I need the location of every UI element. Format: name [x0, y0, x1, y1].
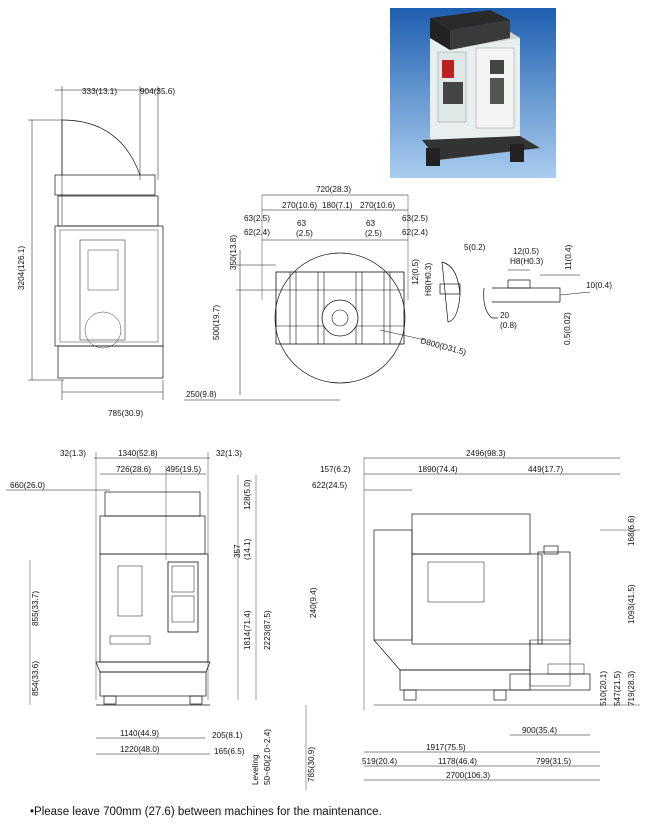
side-view: 2496(98.3) 157(6.2) 1890(74.4) 449(17.7)… [305, 449, 640, 790]
dim-slot-d: 12(0.5) [513, 247, 539, 256]
top-view: 333(13.1) 904(35.6) 3204(126.1) 785(30.9… [17, 86, 175, 418]
dim-side-b3: 519(20.4) [362, 757, 397, 766]
dim-front-w3: 32(1.3) [216, 449, 242, 458]
dim-side-t1: 2496(98.3) [466, 449, 506, 458]
dim-top-904: 904(35.6) [140, 87, 175, 96]
dim-top-width: 785(30.9) [108, 409, 143, 418]
dim-slot-c: H8(H0.3) [424, 263, 433, 296]
dim-slot-h: 20 [500, 311, 510, 320]
dim-side-r4: 510(20.1) [599, 671, 608, 706]
dim-side-t2: 157(6.2) [320, 465, 351, 474]
dim-500: 500(19.7) [212, 305, 221, 340]
dim-front-w2: 1340(52.8) [118, 449, 158, 458]
dim-slot-1: 270(10.6) [282, 201, 317, 210]
dim-25b: (2.5) [296, 229, 313, 238]
dim-side-r5: 547(21.5) [613, 671, 622, 706]
leveling-label: Leveling [251, 754, 260, 785]
dim-63d: 63(2.5) [402, 214, 428, 223]
dim-front-b1: 1140(44.9) [120, 729, 159, 738]
dim-slot-j: 0.5(0.02) [563, 312, 572, 345]
dim-front-w4: 726(28.6) [116, 465, 151, 474]
dim-diameter: D800(D31.5) [419, 336, 467, 357]
dim-side-b6: 2700(106.3) [446, 771, 490, 780]
dim-top-333: 333(13.1) [82, 87, 117, 96]
dim-side-b7: 785(30.9) [307, 747, 316, 782]
dim-63b: 63 [297, 219, 307, 228]
dim-side-b1: 900(35.4) [522, 726, 557, 735]
dim-front-b2: 205(8.1) [212, 731, 243, 740]
slot-detail: 5(0.2) 12(0.5) H8(H0.3) 12(0.5) H8(H0.3)… [411, 243, 612, 345]
dim-side-t5: 622(24.5) [312, 481, 347, 490]
dim-side-b4: 1178(46.4) [438, 757, 477, 766]
dim-front-b3: 1220(48.0) [120, 745, 160, 754]
dim-front-h3: 1814(71.4) [243, 610, 252, 650]
dim-table-total: 720(28.3) [316, 185, 351, 194]
dim-front-h2: 357 [233, 544, 242, 558]
dim-side-r1: 168(6.6) [627, 515, 636, 546]
dim-slot-i: (0.8) [500, 321, 517, 330]
dim-25c: (2.5) [365, 229, 382, 238]
dim-front-w6: 660(26.0) [10, 481, 45, 490]
dim-side-t3: 1890(74.4) [418, 465, 458, 474]
front-view: 32(1.3) 1340(52.8) 32(1.3) 726(28.6) 495… [6, 449, 272, 785]
dim-62d: 62(2.4) [402, 228, 428, 237]
dim-side-r2: 1093(41.5) [627, 584, 636, 624]
dim-62a: 62(2.4) [244, 228, 270, 237]
leveling-range: 50~60(2.0~2.4) [263, 729, 272, 785]
dim-63a: 63(2.5) [244, 214, 270, 223]
dim-slot-a: 5(0.2) [464, 243, 486, 252]
dim-front-h2b: (14.1) [243, 538, 252, 560]
dim-350: 350(13.8) [229, 235, 238, 270]
dim-slot-2: 180(7.1) [322, 201, 353, 210]
dim-side-t4: 449(17.7) [528, 465, 563, 474]
dim-slot-g: 10(0.4) [586, 281, 612, 290]
dim-side-b5: 799(31.5) [536, 757, 571, 766]
dim-front-h4: 2223(87.5) [263, 610, 272, 650]
dim-side-b2: 1917(75.5) [426, 743, 466, 752]
dim-front-b4: 165(6.5) [214, 747, 245, 756]
dim-slot-3: 270(10.6) [360, 201, 395, 210]
dim-slot-e: H8(H0.3) [510, 257, 543, 266]
machine-photo [390, 8, 556, 178]
dim-slot-b: 12(0.5) [411, 259, 420, 285]
dim-side-r6: 719(28.3) [627, 671, 636, 706]
dim-top-height: 3204(126.1) [17, 246, 26, 290]
dim-side-r3: 240(9.4) [309, 587, 318, 618]
dim-front-w5: 495(19.5) [166, 465, 201, 474]
dim-front-w1: 32(1.3) [60, 449, 86, 458]
dim-250: 250(9.8) [186, 390, 217, 399]
maintenance-note: •Please leave 700mm (27.6) between machi… [30, 806, 382, 818]
dim-front-h1: 128(5.0) [243, 479, 252, 510]
dim-front-h6: 854(33.6) [31, 661, 40, 696]
table-view: 720(28.3) 270(10.6) 180(7.1) 270(10.6) 6… [184, 185, 467, 401]
dim-63c: 63 [366, 219, 376, 228]
dim-front-h5: 855(33.7) [31, 591, 40, 626]
dim-slot-f: 11(0.4) [564, 244, 573, 270]
